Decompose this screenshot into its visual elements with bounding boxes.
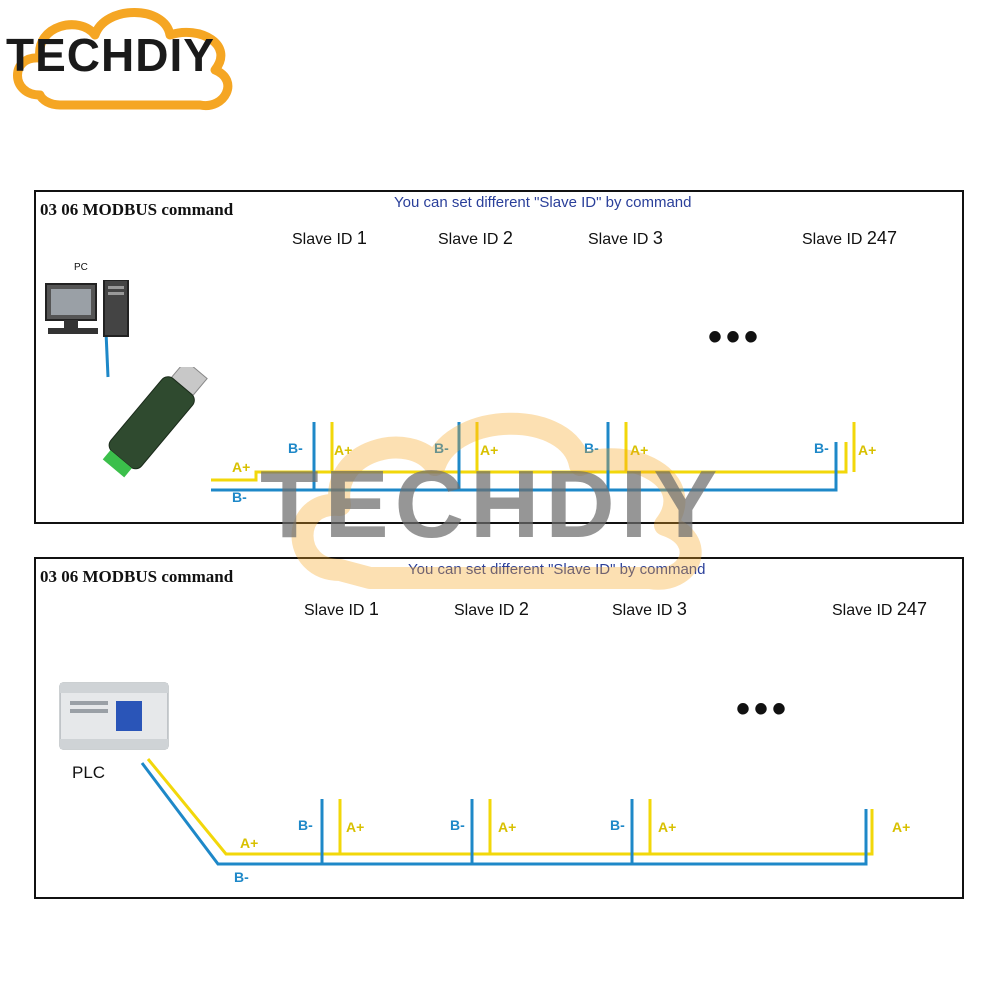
- brand-name: TECHDIY: [6, 29, 215, 81]
- slave-id-note: You can set different "Slave ID" by comm…: [394, 194, 692, 211]
- slave-b-label: B-: [450, 817, 465, 833]
- pc-label: PC: [74, 262, 88, 273]
- slave-b-label: B-: [584, 440, 599, 456]
- slave-a-label: A+: [498, 819, 517, 835]
- slave-a-label: A+: [630, 442, 649, 458]
- modbus-slave-board-icon: [422, 252, 544, 434]
- bus-a-label: A+: [232, 459, 251, 475]
- slave-b-label: B-: [610, 817, 625, 833]
- bus-a-label: A+: [240, 835, 259, 851]
- modbus-slave-board-icon: [596, 625, 718, 807]
- command-title: 03 06 MODBUS command: [40, 200, 234, 219]
- slave-label: Slave ID 1: [292, 228, 367, 248]
- slave-label: Slave ID 2: [438, 228, 513, 248]
- modbus-slave-board-icon: [276, 252, 398, 434]
- usb-rs485-adapter-icon: [102, 367, 208, 478]
- rs485-bus-wires: [104, 331, 856, 492]
- slave-a-label: A+: [480, 442, 499, 458]
- slave-b-label: B-: [288, 440, 303, 456]
- desktop-pc-icon: [45, 280, 129, 337]
- techdiy-logo: TECHDIY: [0, 0, 250, 120]
- slave-a-label: A+: [334, 442, 353, 458]
- command-title: 03 06 MODBUS command: [40, 567, 234, 586]
- slave-a-label: A+: [658, 819, 677, 835]
- slave-a-label: A+: [858, 442, 877, 458]
- slave-a-label: A+: [892, 819, 911, 835]
- more-slaves-ellipsis: •••: [736, 687, 791, 731]
- slave-a-label: A+: [346, 819, 365, 835]
- slave-b-label: B-: [298, 817, 313, 833]
- slave-label: Slave ID 3: [612, 599, 687, 619]
- slave-label: Slave ID 3: [588, 228, 663, 248]
- bus-b-label: B-: [232, 489, 247, 505]
- plc-network-panel: 03 06 MODBUS command You can set differe…: [34, 557, 964, 899]
- plc-label: PLC: [72, 763, 106, 782]
- rs485-bus-wires: [140, 758, 874, 866]
- bus-b-label: B-: [234, 869, 249, 885]
- more-slaves-ellipsis: •••: [708, 315, 763, 359]
- modbus-slave-board-icon: [288, 625, 410, 807]
- modbus-slave-board-icon: [438, 625, 560, 807]
- slave-b-label: B-: [434, 440, 449, 456]
- slave-label: Slave ID 247: [832, 599, 927, 619]
- modbus-slave-board-icon: [572, 252, 694, 434]
- plc-icon: [59, 682, 169, 750]
- slave-id-note: You can set different "Slave ID" by comm…: [408, 561, 706, 578]
- slave-label: Slave ID 247: [802, 228, 897, 248]
- modbus-slave-board-icon: [832, 625, 954, 807]
- pc-network-panel: 03 06 MODBUS command You can set differe…: [34, 190, 964, 524]
- slave-label: Slave ID 1: [304, 599, 379, 619]
- slave-label: Slave ID 2: [454, 599, 529, 619]
- cloud-logo-icon: [13, 8, 233, 110]
- modbus-slave-board-icon: [800, 252, 922, 434]
- slave-b-label: B-: [814, 440, 829, 456]
